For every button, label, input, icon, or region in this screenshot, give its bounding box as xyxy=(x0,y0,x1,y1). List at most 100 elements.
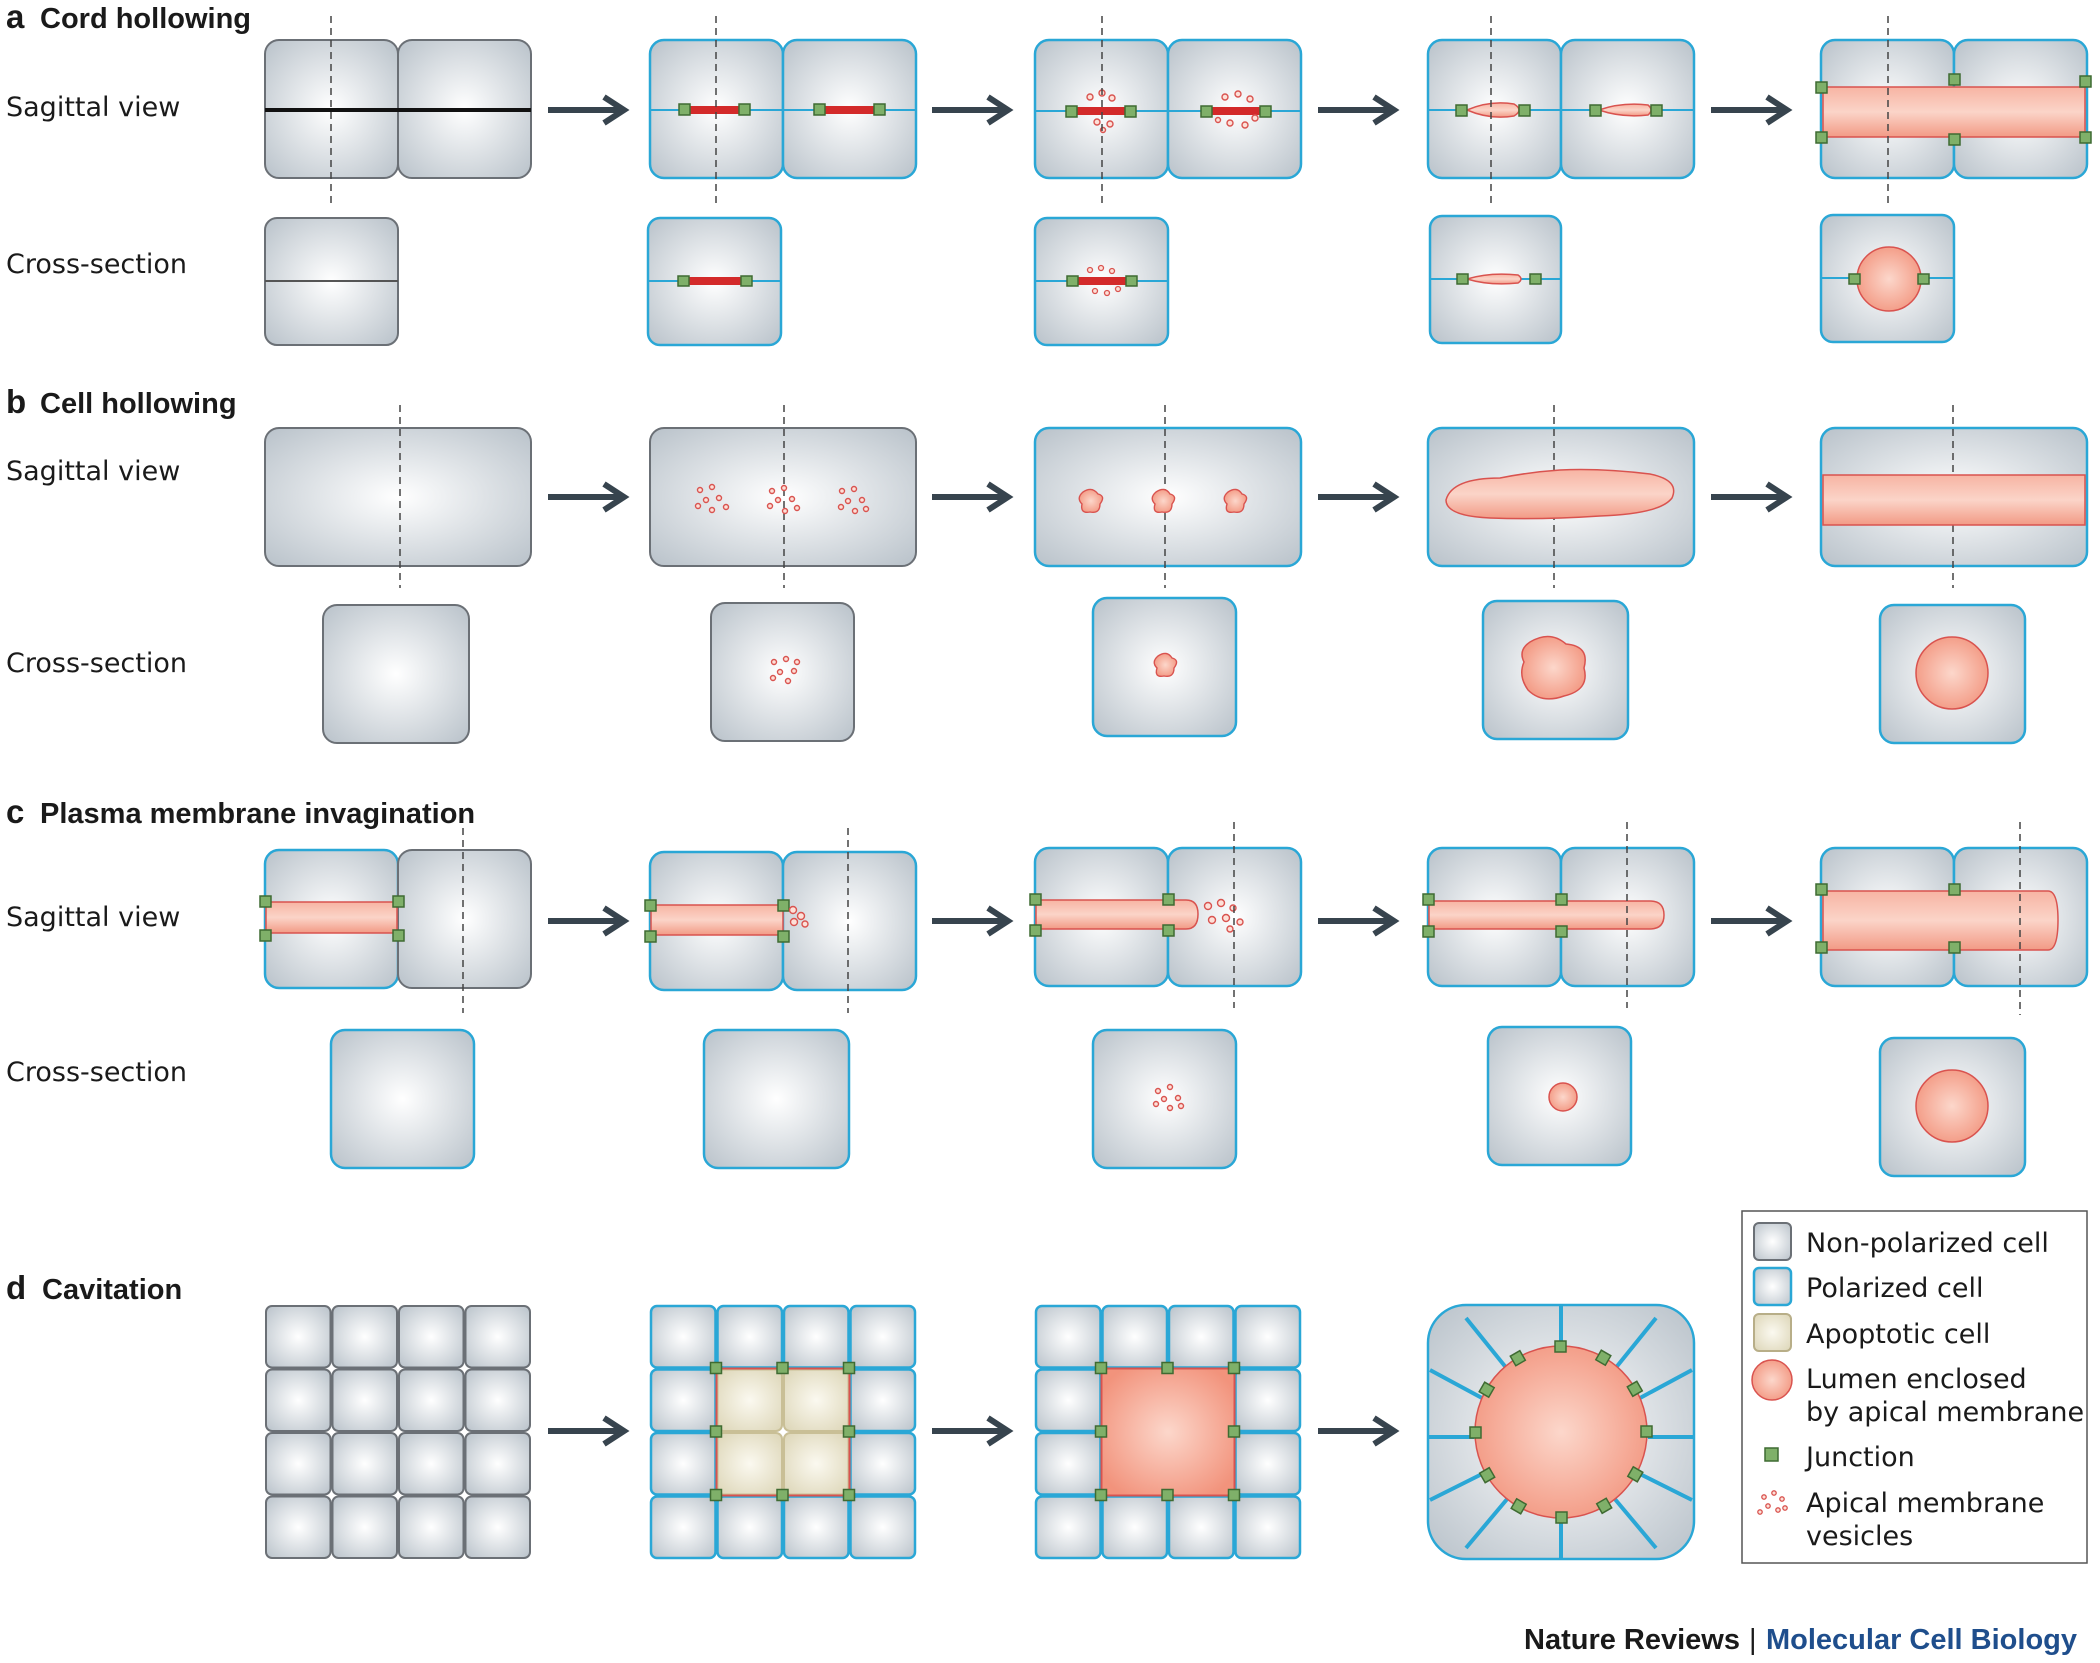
non-polarized-cell xyxy=(399,1433,464,1495)
junction-icon xyxy=(711,1426,722,1437)
lumen xyxy=(1549,1083,1577,1111)
lumen xyxy=(1429,901,1664,929)
polarized-cell xyxy=(1103,1497,1168,1559)
polarized-cell xyxy=(1236,1306,1301,1368)
polarized-cell xyxy=(851,1306,916,1368)
apical-membrane xyxy=(685,106,745,114)
stage-a4-sagittal xyxy=(1428,16,1694,205)
section-title: Cord hollowing xyxy=(40,3,251,35)
polarized-cell xyxy=(1236,1433,1301,1495)
row-label-sagittal: Sagittal view xyxy=(6,92,180,123)
legend-label: Lumen enclosed xyxy=(1806,1364,2027,1395)
arrow-right-icon xyxy=(1711,908,1787,934)
non-polarized-cell xyxy=(333,1306,398,1368)
polarized-cell xyxy=(1103,1306,1168,1368)
legend-label: Apoptotic cell xyxy=(1806,1319,1990,1350)
stage-a3-sagittal xyxy=(1035,16,1301,205)
non-polarized-cell xyxy=(466,1306,531,1368)
arrow-right-icon xyxy=(1318,97,1394,123)
junction-icon xyxy=(1641,1426,1652,1437)
non-polarized-cell xyxy=(266,1306,331,1368)
legend-label: Non-polarized cell xyxy=(1806,1228,2049,1259)
polarized-cell xyxy=(651,1370,716,1432)
arrow-right-icon xyxy=(548,908,624,934)
arrow-right-icon xyxy=(932,908,1008,934)
junction-icon xyxy=(1229,1426,1240,1437)
non-polarized-cell xyxy=(333,1433,398,1495)
junction-icon xyxy=(844,1363,855,1374)
junction-icon xyxy=(778,900,789,911)
polarized-cell xyxy=(1036,1433,1101,1495)
non-polarized-cell xyxy=(333,1370,398,1432)
junction-icon xyxy=(1229,1363,1240,1374)
polarized-cell xyxy=(784,1306,849,1368)
junction-icon xyxy=(393,896,404,907)
junction-icon xyxy=(1816,132,1827,143)
polarized-cell xyxy=(704,1030,849,1168)
polarized-cell xyxy=(851,1497,916,1559)
section-b-title: b Cell hollowing xyxy=(6,383,237,420)
junction-icon xyxy=(1260,106,1271,117)
polarized-cell xyxy=(1036,1497,1101,1559)
lumen xyxy=(651,905,783,935)
section-title: Cell hollowing xyxy=(40,388,237,420)
row-label-cross-section: Cross-section xyxy=(6,1057,187,1088)
junction-icon xyxy=(1530,274,1541,284)
polarized-cell xyxy=(1036,1370,1101,1432)
non-polarized-cell xyxy=(399,1370,464,1432)
junction-icon xyxy=(1066,106,1077,117)
polarized-cell xyxy=(331,1030,474,1168)
arrow-right-icon xyxy=(1318,484,1394,510)
legend-label-line2: vesicles xyxy=(1806,1521,1913,1552)
journal-credit: Nature Reviews | Molecular Cell Biology xyxy=(1524,1624,2077,1656)
apoptotic-cell xyxy=(718,1433,783,1495)
junction-icon xyxy=(645,900,656,911)
junction-icon xyxy=(1816,884,1827,895)
section-title: Cavitation xyxy=(42,1274,182,1306)
junction-icon xyxy=(1949,134,1960,145)
junction-icon xyxy=(777,1490,788,1501)
panel-a xyxy=(265,16,2091,345)
non-polarized-cell xyxy=(466,1433,531,1495)
arrow-right-icon xyxy=(548,97,624,123)
junction-icon xyxy=(1949,884,1960,895)
junction-icon xyxy=(1556,894,1567,905)
apical-membrane xyxy=(820,106,880,114)
polarized-cell xyxy=(651,1433,716,1495)
junction-icon xyxy=(739,104,750,115)
legend-label-line2: by apical membrane xyxy=(1806,1397,2084,1428)
panel-b xyxy=(265,405,2087,743)
junction-icon xyxy=(678,276,689,286)
junction-icon xyxy=(1765,1448,1778,1461)
non-polarized-cell xyxy=(399,1497,464,1559)
stage-a3-cross xyxy=(1035,218,1168,345)
apoptotic-cell xyxy=(718,1370,783,1432)
junction-icon xyxy=(1201,106,1212,117)
junction-icon xyxy=(1555,1341,1566,1352)
lumen xyxy=(1823,87,2085,137)
arrow-right-icon xyxy=(1318,908,1394,934)
junction-icon xyxy=(393,930,404,941)
junction-icon xyxy=(778,931,789,942)
arrow-right-icon xyxy=(1318,1418,1394,1444)
lumen xyxy=(1823,891,2058,950)
junction-icon xyxy=(1556,1512,1567,1523)
row-label-sagittal: Sagittal view xyxy=(6,456,180,487)
junction-icon xyxy=(1849,274,1860,284)
lumen xyxy=(1916,637,1988,709)
arrow-right-icon xyxy=(932,97,1008,123)
lumen xyxy=(1857,247,1921,311)
section-letter: c xyxy=(6,793,24,830)
non-polarized-cell xyxy=(650,428,916,566)
legend: Non-polarized cell Polarized cell Apopto… xyxy=(1742,1211,2087,1563)
junction-icon xyxy=(1229,1490,1240,1501)
junction-icon xyxy=(1556,926,1567,937)
polarized-cell xyxy=(1169,1306,1234,1368)
junction-icon xyxy=(2080,76,2091,87)
junction-icon xyxy=(711,1363,722,1374)
panel-c xyxy=(260,822,2087,1176)
junction-icon xyxy=(1163,925,1174,936)
section-a-title: a Cord hollowing xyxy=(6,0,251,35)
junction-icon xyxy=(1456,105,1467,116)
junction-icon xyxy=(1162,1363,1173,1374)
